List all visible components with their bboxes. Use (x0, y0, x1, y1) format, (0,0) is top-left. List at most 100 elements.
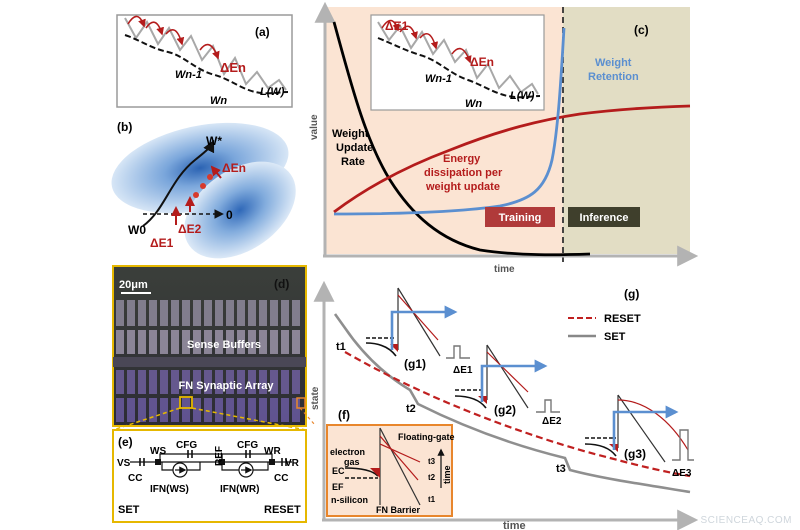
chip-cell (193, 330, 201, 354)
panel-g-legend-reset: RESET (604, 313, 641, 325)
band-g2-arrow (480, 359, 548, 402)
chip-cell (160, 300, 168, 326)
panel-g-de2: ΔE2 (542, 416, 562, 427)
panel-c-inset-frame (370, 14, 545, 111)
panel-e-frame (112, 429, 307, 523)
chip-cell (292, 370, 300, 394)
panel-a-energy-landscape (124, 17, 287, 91)
panel-f-electron: electron (330, 447, 365, 457)
panel-b-trajectory (142, 139, 215, 227)
panel-a-hop-arrow (145, 21, 164, 36)
band-g1-barrier-red (397, 294, 439, 341)
panel-f-t2: t2 (428, 473, 436, 482)
panel-e: (e) VS CC WS CFG IFN(WS) REF IFN(WR) CFG… (112, 429, 307, 523)
panel-b-zero: 0 (226, 208, 233, 222)
panel-a-hop-arrow (165, 28, 185, 46)
panel-d-zoom-box-f (296, 397, 306, 409)
panel-e-ifn-ws: IFN(WS) (150, 484, 189, 495)
panel-f-cb (344, 467, 379, 477)
chip-cell (204, 330, 212, 354)
panel-c-energy-label-3: weight update (425, 181, 500, 193)
panel-g-g1: (g1) (404, 357, 426, 371)
panel-b-step-dot (207, 174, 213, 180)
chip-cell (171, 330, 179, 354)
panel-g-t3: t3 (556, 463, 566, 475)
band-g1-pulse (446, 345, 470, 359)
panel-e-vr: VR (285, 458, 300, 469)
chip-cell (149, 398, 157, 422)
panel-c: value time (c) ΔE1 ΔEn Wn-1 Wn L(W) Weig… (309, 1, 699, 275)
chip-cell (215, 370, 223, 394)
panel-e-wr: WR (264, 446, 281, 457)
chip-cell (226, 370, 234, 394)
panel-d-synaptic-array: FN Synaptic Array (179, 380, 275, 392)
panel-b-step-dot (193, 192, 199, 198)
chip-cell (215, 398, 223, 422)
panel-d-zoom-box (179, 396, 193, 409)
chip-cell (171, 398, 179, 422)
panel-a-hop-arrow (199, 43, 220, 60)
panel-d-scale-label: 20μm (119, 279, 148, 291)
panel-g-t2: t2 (406, 403, 416, 415)
chip-cell (204, 398, 212, 422)
chip-cell (248, 398, 256, 422)
panel-a-wn: Wn (210, 95, 227, 107)
panel-f-t1: t1 (428, 495, 436, 504)
watermark: SCIENCEAQ.COM (700, 515, 792, 526)
panel-e-tag: (e) (118, 435, 133, 449)
panel-f-tag: (f) (338, 408, 350, 422)
chip-cell (259, 398, 267, 422)
panel-c-inset-landscape (377, 21, 539, 95)
chip-cell (292, 398, 300, 422)
chip-cell (193, 398, 201, 422)
chip-cell (292, 300, 300, 326)
band-g3-cb (584, 443, 617, 457)
panel-c-tag: (c) (634, 23, 649, 37)
panel-e-cfg-left: CFG (176, 440, 197, 451)
panel-b-tag: (b) (117, 120, 132, 134)
panel-e-ws: WS (150, 446, 166, 457)
panel-b: (b) W* ΔEn 0 W0 ΔE1 ΔE2 (111, 120, 296, 259)
panel-d-sense-buffers: Sense Buffers (187, 339, 261, 351)
panel-c-training-box (485, 207, 555, 227)
panel-f-gas: gas (344, 457, 360, 467)
panel-d-zoom-line (191, 407, 307, 431)
panel-c-retention-label-1: Weight (595, 57, 632, 69)
chip-cell (182, 370, 190, 394)
panel-g-x-label: time (503, 520, 526, 530)
panel-a-loss-curve (124, 34, 289, 95)
panel-c-inset-hop (381, 19, 400, 32)
chip-cell (270, 370, 278, 394)
panel-a: (a) ΔEn Wn-1 Wn L(W) (116, 14, 293, 108)
panel-c-energy-curve (333, 104, 691, 214)
panel-d-tag: (d) (274, 277, 289, 291)
band-g3-barrier (617, 394, 666, 463)
panel-f-barrier-2 (379, 435, 419, 481)
chip-cell (237, 330, 245, 354)
band-g2-cb (454, 395, 487, 409)
panel-c-update-rate-label-3: Rate (341, 156, 365, 168)
band-g2-barrier (486, 344, 529, 409)
panel-c-inset-hop (451, 47, 472, 64)
chip-cell (237, 300, 245, 326)
panel-g-g3: (g3) (624, 447, 646, 461)
panel-c-update-rate-label-1: Weight (332, 128, 369, 140)
band-g2-pulse (536, 399, 560, 413)
panel-b-den-label: ΔEn (222, 161, 246, 175)
panel-b-de1-label: ΔE1 (150, 236, 174, 250)
panel-e-reset: RESET (264, 504, 301, 516)
chip-cell (138, 398, 146, 422)
panel-f-nsilicon: n-silicon (331, 495, 368, 505)
chip-cell (182, 300, 190, 326)
panel-e-node-wr (269, 459, 275, 465)
chip-cell (127, 300, 135, 326)
panel-f-barrier-3 (379, 443, 421, 463)
chip-cell (116, 370, 124, 394)
panel-a-hop-arrow (127, 15, 146, 28)
chip-cell (248, 300, 256, 326)
panel-g-tag: (g) (624, 287, 639, 301)
chip-cell (259, 330, 267, 354)
chip-cell (215, 300, 223, 326)
band-g3-barrier-red (617, 399, 689, 451)
